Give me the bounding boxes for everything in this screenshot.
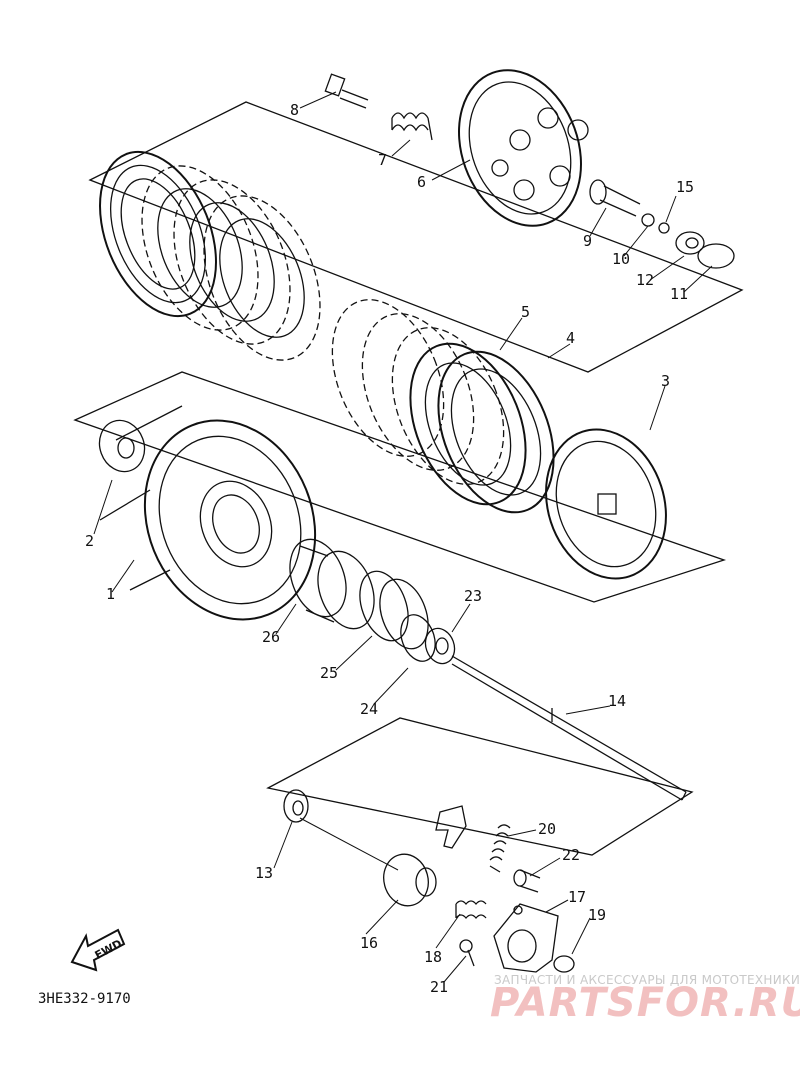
pin-22 [513, 869, 541, 893]
callout-15: 15 [676, 178, 695, 196]
callout-26: 26 [262, 628, 281, 646]
oil-seal [283, 789, 309, 823]
callout-21: 21 [430, 978, 449, 996]
callout-7: 7 [378, 151, 388, 169]
callout-6: 6 [417, 173, 427, 191]
push-lever-shaft [383, 805, 467, 907]
o-ring-10 [641, 213, 655, 227]
friction-plate-4 [437, 350, 555, 514]
bolt-8 [324, 73, 369, 109]
callout-17: 17 [568, 888, 587, 906]
callout-2: 2 [85, 532, 95, 550]
callout-19: 19 [588, 906, 607, 924]
callout-1: 1 [106, 585, 116, 603]
push-rod-14 [451, 655, 687, 801]
push-lever-cover [493, 903, 559, 973]
diagram-code: 3HE332-9170 [38, 991, 131, 1007]
callout-22: 22 [562, 846, 581, 864]
callout-14: 14 [608, 692, 627, 710]
callout-4: 4 [566, 329, 576, 347]
push-rod-9 [589, 179, 641, 217]
spacer-23 [424, 627, 456, 665]
lever-spring [489, 824, 511, 873]
callout-9: 9 [583, 232, 593, 250]
callout-11: 11 [670, 285, 689, 303]
washer-24 [400, 614, 436, 662]
middle-group-box [73, 371, 727, 603]
callout-3: 3 [661, 372, 671, 390]
lock-washer-11 [697, 243, 735, 269]
clutch-boss [545, 428, 667, 580]
callout-24: 24 [360, 700, 379, 718]
watermark-logo: PARTSFOR.RU [490, 980, 800, 1026]
clutch-spring [391, 112, 433, 141]
locknut-12 [675, 231, 705, 255]
arrow-left-icon [70, 928, 126, 972]
thrust-washer [98, 419, 146, 473]
callout-8: 8 [290, 101, 300, 119]
callout-12: 12 [636, 271, 655, 289]
upper-group-box [88, 101, 744, 373]
callout-23: 23 [464, 587, 483, 605]
callout-25: 25 [320, 664, 339, 682]
clutch-housing [99, 405, 317, 621]
clutch-plates-lower [331, 299, 505, 485]
bolt-21 [459, 939, 475, 967]
callout-10: 10 [612, 250, 631, 268]
callout-20: 20 [538, 820, 557, 838]
pressure-plate [458, 69, 589, 227]
watermark-caption: ЗАПЧАСТИ И АКСЕССУАРЫ ДЛЯ МОТОТЕХНИКИ [494, 973, 800, 987]
lower-group-box [266, 717, 694, 856]
callout-13: 13 [255, 864, 274, 882]
clutch-plates-upper-inner [157, 188, 305, 338]
needle-bearing [289, 538, 375, 630]
friction-plate-5 [409, 342, 527, 506]
ball-15 [658, 222, 670, 234]
spacer-25 [359, 570, 429, 650]
friction-plate-large [99, 150, 217, 318]
callout-16: 16 [360, 934, 379, 952]
nut-19 [553, 955, 575, 973]
callout-5: 5 [521, 303, 531, 321]
clutch-plates-upper [141, 165, 321, 361]
leader-lines [93, 91, 713, 983]
adjusting-screw [455, 900, 487, 920]
callout-18: 18 [424, 948, 443, 966]
